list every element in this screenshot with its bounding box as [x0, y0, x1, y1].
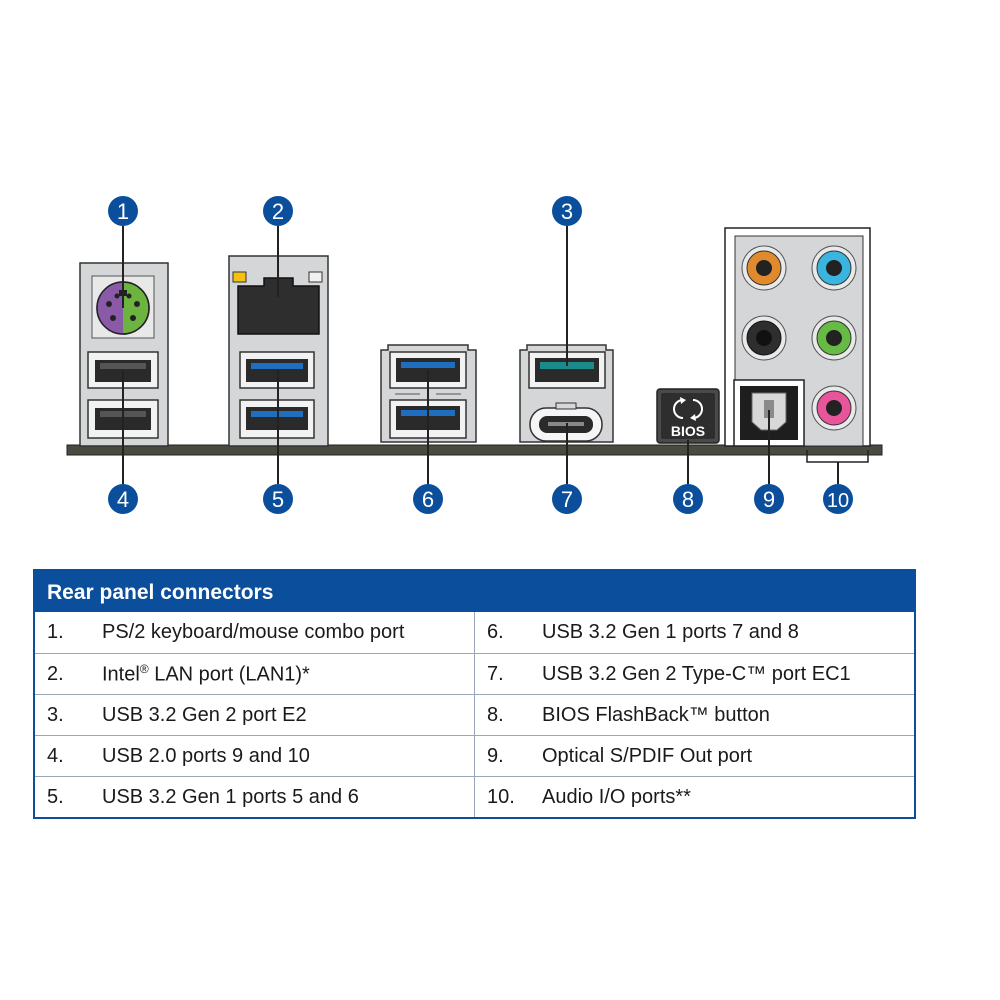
ps2-port[interactable] — [96, 281, 150, 335]
svg-text:7: 7 — [561, 487, 573, 512]
svg-text:4: 4 — [117, 487, 129, 512]
row-number: 4. — [47, 744, 64, 767]
table-row: 9. Optical S/PDIF Out port — [475, 735, 914, 776]
row-number: 3. — [47, 703, 64, 726]
ps2-usb2-stack — [79, 262, 169, 447]
lan-port[interactable] — [237, 277, 320, 335]
audio-block — [724, 227, 871, 463]
row-description: PS/2 keyboard/mouse combo port — [102, 621, 405, 643]
rear-panel-connector-table: Rear panel connectors 1. PS/2 keyboard/m… — [33, 569, 916, 819]
bios-flashback-button[interactable]: BIOS — [656, 388, 720, 444]
row-number: 9. — [487, 744, 504, 767]
audio-jack-orange[interactable] — [741, 245, 787, 291]
callout-6: 6 — [413, 484, 443, 514]
svg-text:8: 8 — [682, 487, 694, 512]
row-description: Intel® LAN port (LAN1)* — [102, 662, 310, 687]
table-row: 10. Audio I/O ports** — [475, 776, 914, 817]
row-description: USB 2.0 ports 9 and 10 — [102, 744, 310, 767]
svg-text:6: 6 — [422, 487, 434, 512]
row-number: 7. — [487, 662, 504, 685]
callout-5: 5 — [263, 484, 293, 514]
row-description: BIOS FlashBack™ button — [542, 703, 770, 726]
row-number: 8. — [487, 703, 504, 726]
bios-label: BIOS — [671, 423, 705, 439]
row-description-suffix: LAN port (LAN1)* — [148, 663, 310, 686]
audio-jack-black[interactable] — [741, 315, 787, 361]
registered-mark: ® — [139, 661, 149, 676]
callout-7: 7 — [552, 484, 582, 514]
row-number: 6. — [487, 621, 504, 643]
table-row: 5. USB 3.2 Gen 1 ports 5 and 6 — [35, 776, 474, 817]
callout-leaders — [122, 226, 839, 484]
svg-text:2: 2 — [272, 199, 284, 224]
callout-2: 2 — [263, 196, 293, 226]
table-row: 8. BIOS FlashBack™ button — [475, 694, 914, 735]
audio-jack-cyan[interactable] — [811, 245, 857, 291]
table-row: 1. PS/2 keyboard/mouse combo port — [35, 612, 474, 653]
refresh-icon — [673, 397, 703, 421]
usb3-pair-stack — [380, 344, 477, 443]
callout-10: 10 — [823, 484, 853, 514]
table-row: 2. Intel® LAN port (LAN1)* — [35, 653, 474, 694]
row-description-main: Intel — [102, 663, 140, 686]
rear-panel-diagram: BIOS — [66, 196, 883, 514]
table-row: 3. USB 3.2 Gen 2 port E2 — [35, 694, 474, 735]
callout-9: 9 — [754, 484, 784, 514]
row-number: 5. — [47, 785, 64, 808]
row-description: USB 3.2 Gen 2 Type-C™ port EC1 — [542, 662, 851, 685]
callout-1: 1 — [108, 196, 138, 226]
row-description: Audio I/O ports** — [542, 785, 691, 808]
callout-4: 4 — [108, 484, 138, 514]
row-number: 1. — [47, 621, 64, 643]
row-description: USB 3.2 Gen 2 port E2 — [102, 703, 307, 726]
table-column-right: 6. USB 3.2 Gen 1 ports 7 and 8 7. USB 3.… — [474, 612, 914, 817]
svg-text:1: 1 — [117, 199, 129, 224]
table-row: 6. USB 3.2 Gen 1 ports 7 and 8 — [475, 612, 914, 653]
callout-8: 8 — [673, 484, 703, 514]
row-number: 2. — [47, 662, 64, 685]
svg-text:5: 5 — [272, 487, 284, 512]
row-description: USB 3.2 Gen 1 ports 7 and 8 — [542, 621, 799, 643]
table-row: 7. USB 3.2 Gen 2 Type-C™ port EC1 — [475, 653, 914, 694]
svg-text:3: 3 — [561, 199, 573, 224]
row-number: 10. — [487, 785, 515, 808]
usb-gen2-typec-stack — [519, 344, 614, 443]
svg-text:9: 9 — [763, 487, 775, 512]
table-title: Rear panel connectors — [35, 571, 914, 612]
row-description: USB 3.2 Gen 1 ports 5 and 6 — [102, 785, 359, 808]
row-description: Optical S/PDIF Out port — [542, 744, 753, 767]
table-body: 1. PS/2 keyboard/mouse combo port 2. Int… — [35, 612, 914, 817]
table-row: 4. USB 2.0 ports 9 and 10 — [35, 735, 474, 776]
table-column-left: 1. PS/2 keyboard/mouse combo port 2. Int… — [35, 612, 474, 817]
callout-3: 3 — [552, 196, 582, 226]
audio-jack-pink[interactable] — [811, 385, 857, 431]
audio-jack-green[interactable] — [811, 315, 857, 361]
svg-text:10: 10 — [827, 490, 849, 512]
board-strip — [66, 444, 883, 456]
